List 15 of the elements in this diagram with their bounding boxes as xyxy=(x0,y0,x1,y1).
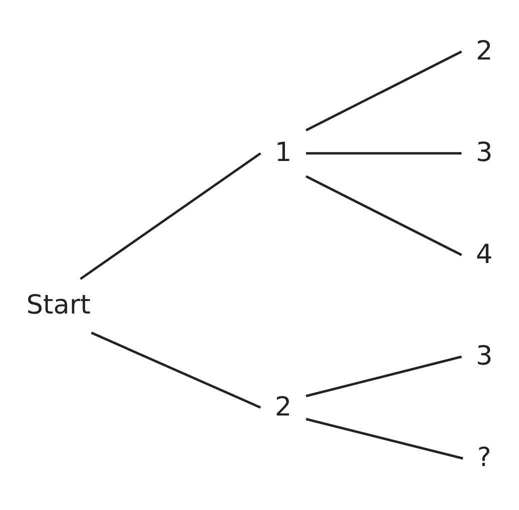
connector-line xyxy=(306,152,462,154)
connector-line xyxy=(305,175,462,256)
node-label: 1 xyxy=(274,138,292,168)
node-label: ? xyxy=(477,443,492,474)
connector-line xyxy=(90,332,262,409)
node-label: 2 xyxy=(476,36,493,67)
connector-line xyxy=(80,152,262,280)
connector-line xyxy=(306,356,462,398)
node-label: 3 xyxy=(476,138,493,168)
node-label: 4 xyxy=(476,240,493,270)
connector-line xyxy=(306,418,464,460)
node-label: 3 xyxy=(476,342,493,372)
node-label: 2 xyxy=(274,392,292,423)
connector-line xyxy=(305,50,462,132)
node-label: Start xyxy=(26,290,91,321)
